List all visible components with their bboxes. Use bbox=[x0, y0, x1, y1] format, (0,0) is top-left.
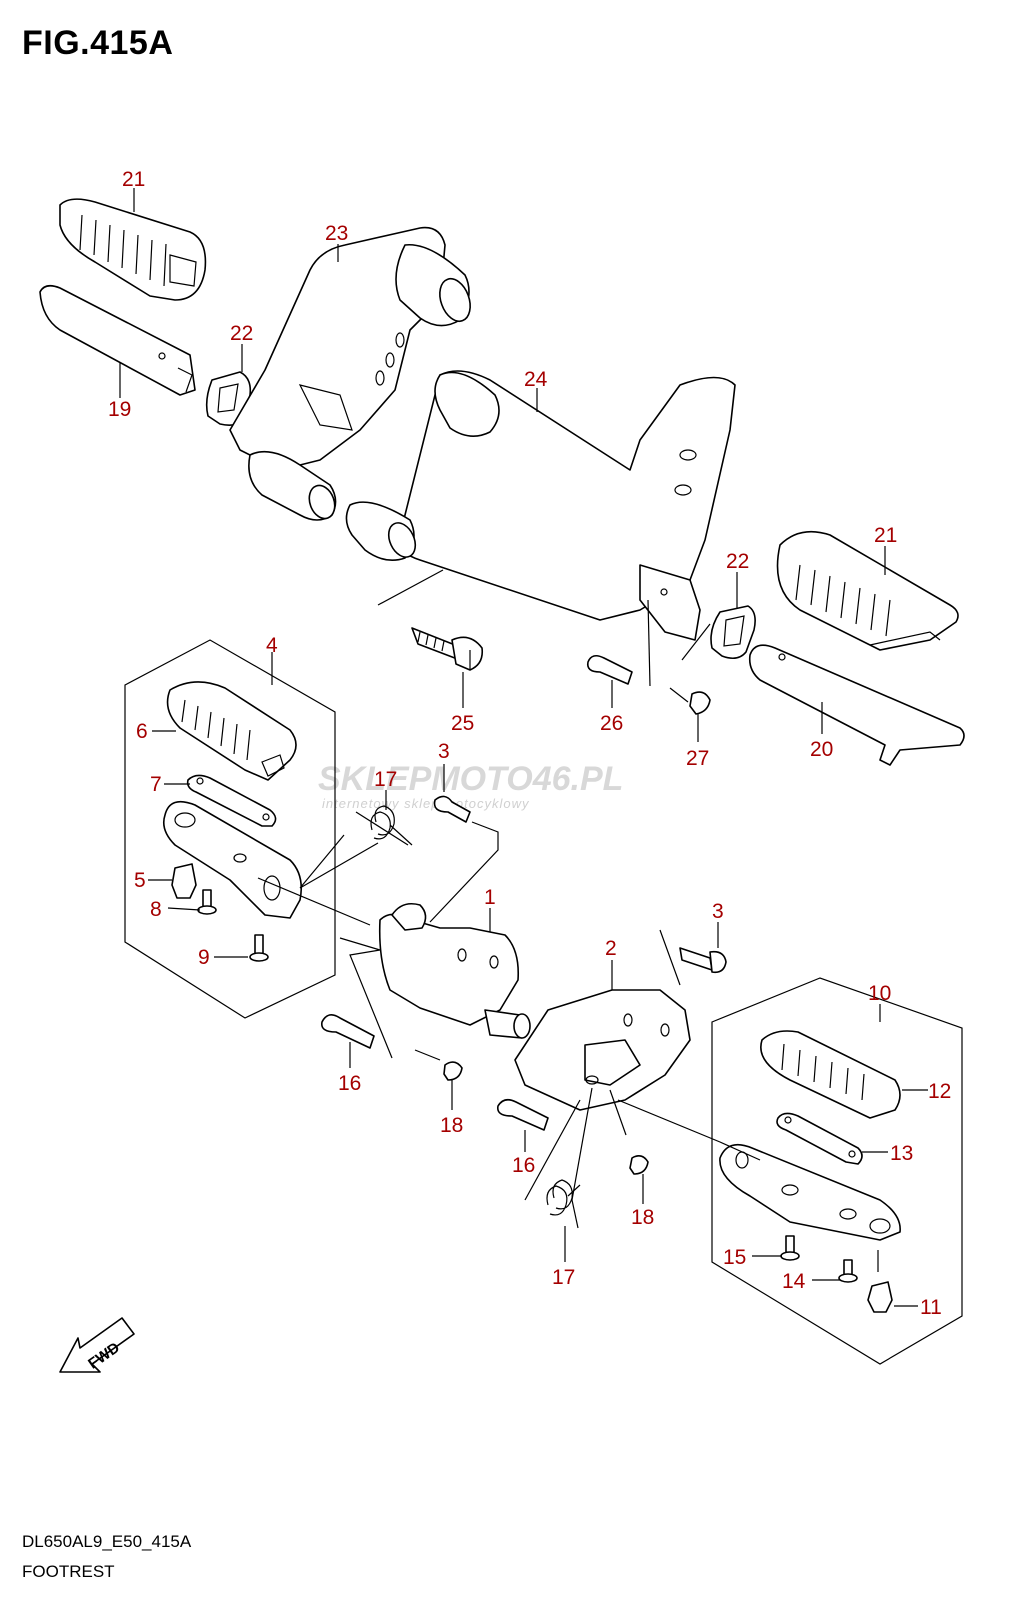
part-17-spring-upper bbox=[370, 805, 413, 846]
callout-15: 15 bbox=[723, 1246, 746, 1269]
part-20-right-plate bbox=[748, 644, 965, 766]
part-5-nut bbox=[171, 863, 197, 899]
callout-16-right: 16 bbox=[512, 1154, 535, 1177]
part-18-clip-right bbox=[629, 1154, 649, 1175]
part-25-bolt bbox=[411, 627, 484, 671]
fwd-arrow-icon: FWD bbox=[59, 1317, 135, 1373]
part-3-bolt-upper bbox=[433, 795, 471, 823]
callout-3-lower: 3 bbox=[712, 900, 724, 923]
callout-12: 12 bbox=[928, 1080, 951, 1103]
callout-25: 25 bbox=[451, 712, 474, 735]
part-12-rubber bbox=[760, 1030, 901, 1119]
callout-1: 1 bbox=[484, 886, 496, 909]
part-2-bracket bbox=[514, 989, 691, 1111]
part-15-bolt bbox=[780, 1235, 800, 1261]
part-9-bolt bbox=[249, 934, 269, 962]
part-26-pin bbox=[586, 654, 633, 685]
kit-box-4 bbox=[124, 639, 336, 1019]
callout-26: 26 bbox=[600, 712, 623, 735]
watermark-brand: SKLEPMOTO46.PL bbox=[318, 760, 623, 798]
figure-code: DL650AL9_E50_415A bbox=[22, 1532, 192, 1551]
part-6-rubber bbox=[166, 681, 297, 781]
callout-17-upper: 17 bbox=[374, 768, 397, 791]
part-14-bolt bbox=[838, 1259, 858, 1283]
leader-lines bbox=[119, 188, 928, 1307]
part-21-left-rubber bbox=[59, 198, 207, 301]
part-27-clip bbox=[689, 691, 711, 715]
callout-4: 4 bbox=[266, 634, 278, 657]
callout-23: 23 bbox=[325, 222, 348, 245]
callout-5: 5 bbox=[134, 869, 146, 892]
watermark: SKLEPMOTO46.PL internetowy sklep motocyk… bbox=[318, 760, 623, 811]
callout-16-left: 16 bbox=[338, 1072, 361, 1095]
callout-21-left: 21 bbox=[122, 168, 145, 191]
callout-9: 9 bbox=[198, 946, 210, 969]
callout-14: 14 bbox=[782, 1270, 806, 1293]
callout-labels: 21 23 22 19 24 21 22 4 6 7 5 8 9 25 26 2… bbox=[108, 168, 951, 1319]
part-7-plate bbox=[186, 774, 277, 827]
callout-27: 27 bbox=[686, 747, 709, 770]
callout-2: 2 bbox=[605, 937, 617, 960]
callout-22-right: 22 bbox=[726, 550, 749, 573]
part-16-pin-left bbox=[320, 1014, 375, 1049]
callout-18-right: 18 bbox=[631, 1206, 654, 1229]
callout-6: 6 bbox=[136, 720, 148, 743]
callout-7: 7 bbox=[150, 773, 162, 796]
part-1-bracket bbox=[378, 902, 531, 1039]
callout-11: 11 bbox=[920, 1296, 942, 1319]
part-19-left-plate bbox=[39, 284, 196, 396]
callout-24: 24 bbox=[524, 368, 548, 391]
part-11-nut bbox=[867, 1281, 893, 1313]
part-8-bolt bbox=[197, 889, 217, 915]
callout-20: 20 bbox=[810, 738, 833, 761]
part-24-right-frame bbox=[345, 370, 736, 641]
part-4-peg-body bbox=[162, 800, 303, 919]
figure-title: FIG.415A bbox=[22, 24, 174, 62]
watermark-tagline: internetowy sklep motocyklowy bbox=[322, 796, 530, 811]
part-10-peg-body bbox=[719, 1143, 901, 1241]
callout-3-upper: 3 bbox=[438, 740, 450, 763]
part-23-left-frame bbox=[229, 226, 471, 521]
callout-8: 8 bbox=[150, 898, 162, 921]
callout-10: 10 bbox=[868, 982, 891, 1005]
callout-22-left: 22 bbox=[230, 322, 253, 345]
part-16-pin-right bbox=[496, 1098, 549, 1131]
part-13-plate bbox=[776, 1112, 863, 1165]
callout-21-right: 21 bbox=[874, 524, 897, 547]
figure-name: FOOTREST bbox=[22, 1562, 115, 1581]
kit-box-10 bbox=[711, 977, 963, 1365]
callout-13: 13 bbox=[890, 1142, 913, 1165]
callout-17-lower: 17 bbox=[552, 1266, 575, 1289]
part-3-bolt-lower bbox=[679, 947, 727, 974]
part-18-clip-left bbox=[443, 1061, 463, 1081]
part-21-right-rubber bbox=[776, 530, 959, 651]
callout-18-left: 18 bbox=[440, 1114, 463, 1137]
part-22-right-grommet bbox=[710, 605, 756, 660]
callout-19: 19 bbox=[108, 398, 131, 421]
